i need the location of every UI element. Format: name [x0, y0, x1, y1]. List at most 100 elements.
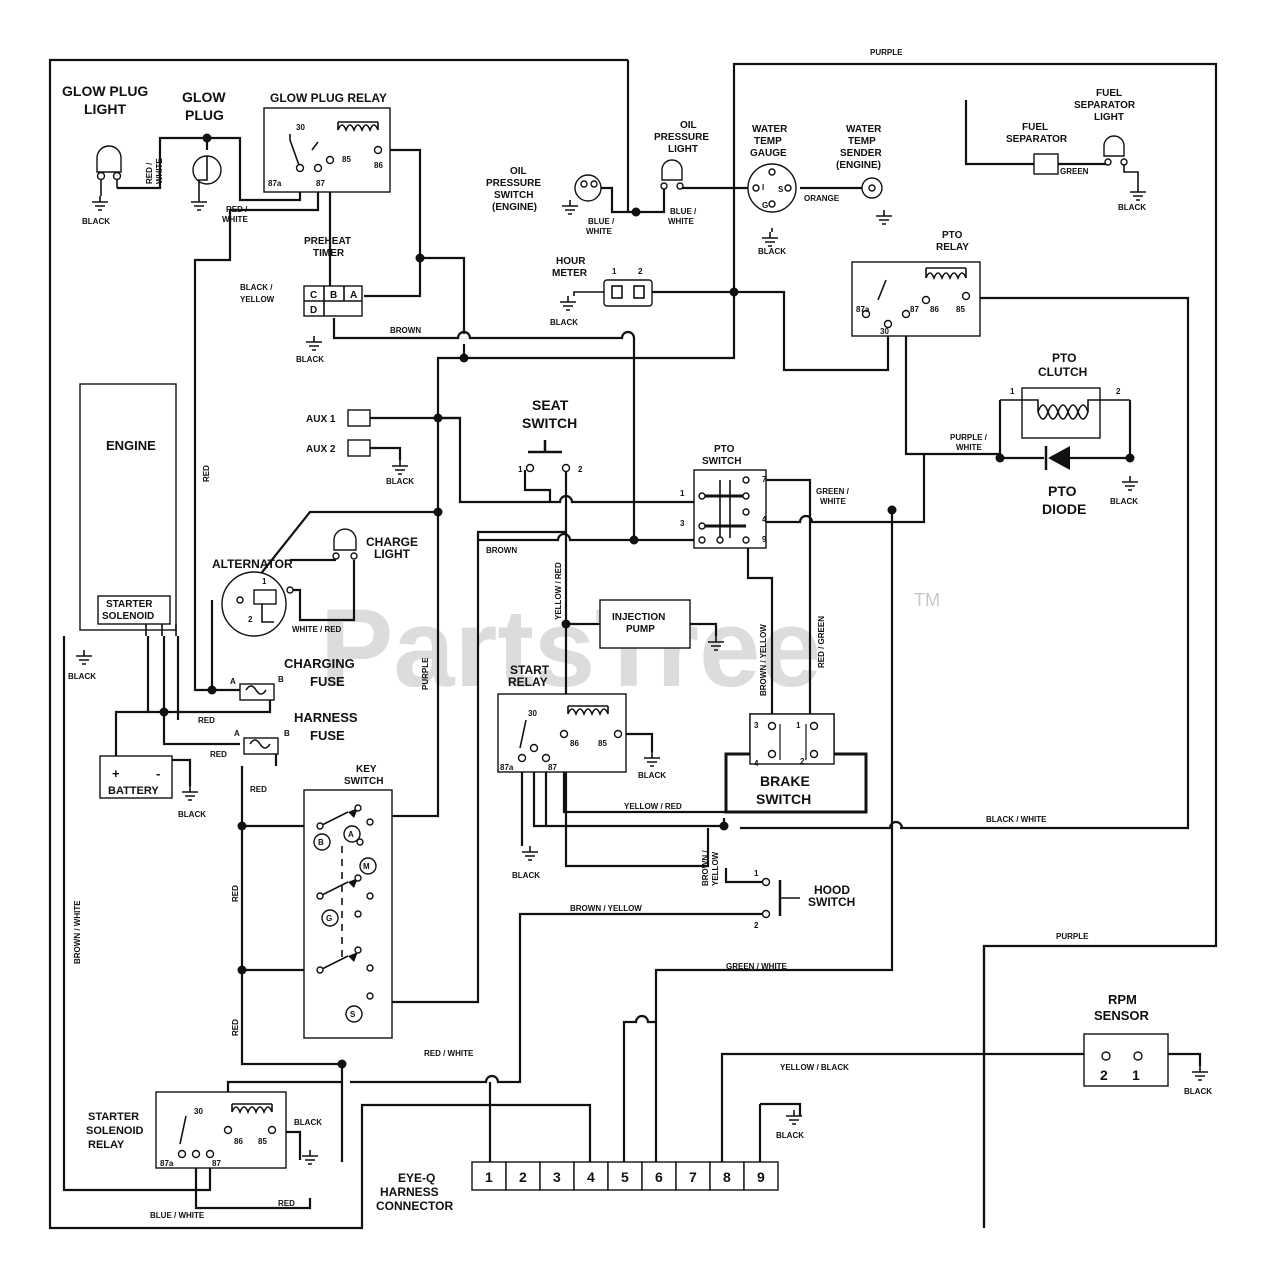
eyeq-connector: 1 2 3 4 5 6 7 8 9: [471, 1161, 779, 1191]
wire-label-black-fuelsep: BLACK: [1118, 203, 1146, 212]
glow-relay-term-87a: 87a: [268, 179, 282, 188]
glow-plug-relay-label: GLOW PLUG RELAY: [270, 91, 387, 105]
wire-label-brown-top: BROWN: [390, 326, 421, 335]
pto-switch-term-3: 3: [680, 519, 685, 528]
start-relay-term-30: 30: [528, 709, 537, 718]
ssr-term-86: 86: [234, 1137, 243, 1146]
connector-pin-9: 9: [757, 1169, 765, 1185]
start-relay-term-87a: 87a: [500, 763, 514, 772]
wire-label-purple-lower: PURPLE: [1056, 932, 1089, 941]
watermark-tm: TM: [914, 590, 940, 610]
wire-label-black-glowlight: BLACK: [82, 217, 110, 226]
wire-label-purple-white: PURPLE /WHITE: [950, 433, 988, 452]
key-pos-m: M: [363, 862, 370, 871]
clutch-term-2: 2: [1116, 387, 1121, 396]
start-relay-term-85: 85: [598, 739, 607, 748]
oil-pressure-switch: [574, 174, 602, 202]
wire-label-red-ssr: RED: [278, 1199, 295, 1208]
alternator: 1 2: [221, 571, 294, 637]
wire-label-red-lower: RED: [231, 1019, 240, 1036]
wire-label-black-rpm: BLACK: [1184, 1087, 1212, 1096]
harness-fuse: A B: [234, 729, 290, 755]
glow-plug-light: [96, 145, 122, 196]
wire-label-yellow-red-horiz: YELLOW / RED: [624, 802, 682, 811]
rpm-sensor-term-1: 1: [1132, 1067, 1140, 1083]
charge-light: [332, 528, 358, 560]
wire-label-black-ssr: BLACK: [294, 1118, 322, 1127]
pto-switch-term-9: 9: [762, 535, 767, 544]
charging-fuse: A B: [230, 675, 284, 701]
seat-switch-term-1: 1: [518, 465, 523, 474]
key-pos-g: G: [326, 914, 332, 923]
fuel-separator-light: [1103, 135, 1139, 186]
starter-solenoid-relay: 30 87a 87 86 85: [155, 1091, 287, 1169]
hour-meter: 1 2: [573, 267, 653, 307]
charging-fuse-term-b: B: [278, 675, 284, 684]
pto-relay: 30 87a 87 86 85: [851, 261, 981, 337]
rpm-sensor: 2 1: [1083, 1033, 1169, 1087]
glow-plug-relay: 30 87a 87 85 86: [263, 107, 391, 193]
wire-label-brown-white: BROWN / WHITE: [73, 900, 82, 964]
ssr-term-30: 30: [194, 1107, 203, 1116]
glow-relay-term-85: 85: [342, 155, 351, 164]
aux-1-label: AUX 1: [306, 414, 336, 425]
wire-label-black-preheat: BLACK: [296, 355, 324, 364]
wire-label-red-white-glow: RED /WHITE: [145, 158, 164, 184]
wire-label-blue-white-bottom: BLUE / WHITE: [150, 1211, 205, 1220]
pto-relay-term-87: 87: [910, 305, 919, 314]
alternator-label: ALTERNATOR: [212, 557, 293, 571]
preheat-term-a: A: [350, 290, 357, 301]
wires: [48, 58, 1218, 1230]
wire-label-black-gauge: BLACK: [758, 247, 786, 256]
alternator-term-1: 1: [262, 577, 267, 586]
wire-label-black-white: BLACK / WHITE: [986, 815, 1047, 824]
wire-label-black-engine: BLACK: [68, 672, 96, 681]
pto-switch-term-4: 4: [762, 515, 767, 524]
wire-label-red-white-lower: RED / WHITE: [424, 1049, 474, 1058]
wire-label-red-engine: RED: [202, 465, 211, 482]
wire-label-brown-yellow-stack: BROWN /YELLOW: [701, 850, 720, 886]
wire-label-yellow-black: YELLOW / BLACK: [780, 1063, 849, 1072]
clutch-term-1: 1: [1010, 387, 1015, 396]
connector-pin-7: 7: [689, 1169, 697, 1185]
preheat-timer: C B A D: [303, 285, 363, 317]
aux-1-connector: [347, 409, 371, 427]
seat-switch: 1 2: [518, 440, 583, 474]
connector-pin-2: 2: [519, 1169, 527, 1185]
wire-label-red-harness: RED: [210, 750, 227, 759]
wire-label-green-white-lower: GREEN / WHITE: [726, 962, 788, 971]
ssr-term-85: 85: [258, 1137, 267, 1146]
pto-relay-term-86: 86: [930, 305, 939, 314]
wire-label-red-fuse: RED: [198, 716, 215, 725]
gauge-term-i: I: [762, 183, 764, 192]
preheat-term-d: D: [310, 305, 317, 316]
pto-switch: 1 3 7 4 9: [680, 469, 767, 549]
hour-meter-term-1: 1: [612, 267, 617, 276]
charging-fuse-term-a: A: [230, 677, 236, 686]
wire-label-green-white-pto: GREEN /WHITE: [816, 487, 850, 506]
wire-label-green: GREEN: [1060, 167, 1089, 176]
key-pos-b: B: [318, 838, 324, 847]
battery: + - BATTERY: [99, 755, 173, 799]
wire-label-black-aux: BLACK: [386, 477, 414, 486]
connector-pin-6: 6: [655, 1169, 663, 1185]
wire-label-red-keyswitch: RED: [231, 885, 240, 902]
water-temp-sender: [861, 177, 883, 199]
pto-switch-term-1: 1: [680, 489, 685, 498]
